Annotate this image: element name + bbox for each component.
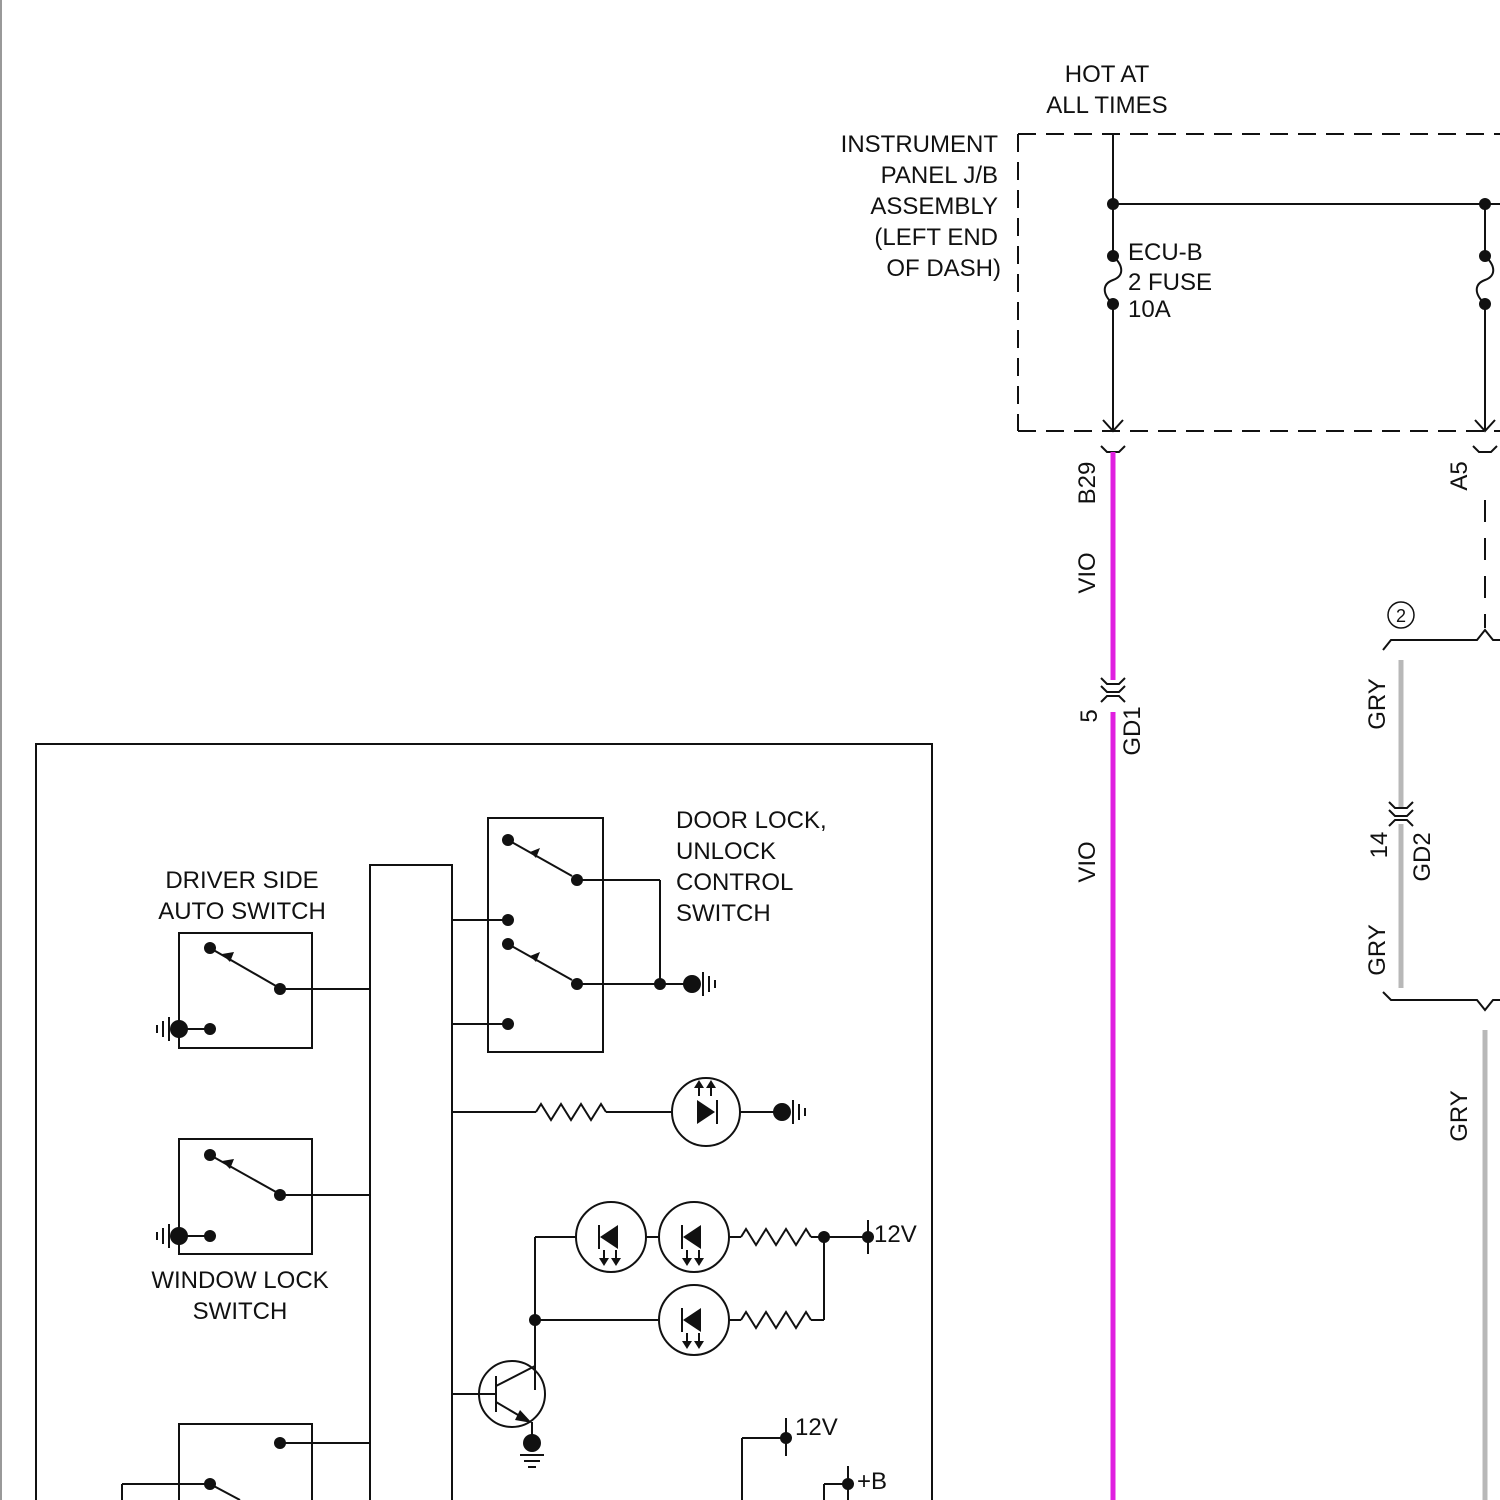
12v-label-lower: 12V	[795, 1414, 838, 1441]
control-ic-block	[370, 865, 452, 1500]
svg-text:INSTRUMENT: INSTRUMENT	[841, 131, 999, 158]
indicator-led-circuit	[529, 1202, 874, 1390]
svg-text:ECU-B: ECU-B	[1128, 239, 1203, 266]
door-lock-switch-label: DOOR LOCK, UNLOCK CONTROL SWITCH	[676, 807, 827, 927]
svg-text:CONTROL: CONTROL	[676, 869, 793, 896]
right-fuse	[1477, 250, 1494, 431]
driver-side-auto-switch-label: DRIVER SIDE AUTO SWITCH	[158, 867, 326, 925]
svg-text:DOOR LOCK,: DOOR LOCK,	[676, 807, 827, 834]
connector-gd1-label: GD1	[1119, 706, 1146, 755]
splice-number-label: 2	[1396, 606, 1406, 626]
svg-text:ASSEMBLY: ASSEMBLY	[870, 193, 998, 220]
window-lock-switch	[157, 1139, 370, 1254]
lower-window-switch	[122, 1424, 370, 1500]
connector-gd1	[1101, 678, 1125, 702]
svg-text:WINDOW LOCK: WINDOW LOCK	[151, 1267, 328, 1294]
fuse-label: ECU-B 2 FUSE 10A	[1128, 239, 1212, 323]
vio-color-label-1: VIO	[1074, 552, 1101, 593]
vio-color-label-2: VIO	[1074, 841, 1101, 882]
bus-to-door-lock-wires	[452, 920, 508, 1024]
svg-text:UNLOCK: UNLOCK	[676, 838, 776, 865]
junction-block-label: INSTRUMENT PANEL J/B ASSEMBLY (LEFT END …	[841, 131, 1001, 282]
12v-label-upper: 12V	[874, 1221, 917, 1248]
power-window-master-switch-box	[36, 744, 932, 1500]
gry-color-label-2: GRY	[1364, 924, 1391, 976]
svg-text:SWITCH: SWITCH	[676, 900, 771, 927]
svg-text:10A: 10A	[1128, 296, 1171, 323]
svg-text:AUTO SWITCH: AUTO SWITCH	[158, 898, 326, 925]
pin-5-label: 5	[1076, 709, 1103, 722]
pin-14-label: 14	[1366, 832, 1393, 859]
gry-splice-top	[1383, 630, 1500, 650]
svg-text:2 FUSE: 2 FUSE	[1128, 269, 1212, 296]
svg-text:(LEFT END: (LEFT END	[874, 224, 998, 251]
gry-color-label-3: GRY	[1446, 1090, 1473, 1142]
illumination-led-circuit	[452, 1078, 805, 1146]
all-times-label: ALL TIMES	[1046, 92, 1167, 119]
ecu-b-fuse	[1105, 250, 1122, 431]
pin-a5-label: A5	[1446, 461, 1473, 490]
driver-side-auto-switch	[157, 933, 370, 1048]
jb-internal-wiring	[1107, 134, 1500, 256]
svg-text:DRIVER SIDE: DRIVER SIDE	[165, 867, 318, 894]
svg-text:SWITCH: SWITCH	[193, 1298, 288, 1325]
svg-text:PANEL J/B: PANEL J/B	[881, 162, 998, 189]
pin-b29-label: B29	[1074, 462, 1101, 505]
plus-b-label: +B	[857, 1468, 887, 1495]
svg-text:OF DASH): OF DASH)	[886, 255, 1001, 282]
junction-block-box	[1018, 134, 1500, 431]
window-lock-switch-label: WINDOW LOCK SWITCH	[151, 1267, 328, 1325]
driver-transistor	[452, 1320, 545, 1467]
gry-splice-bottom	[1383, 992, 1500, 1010]
connector-gd2-label: GD2	[1409, 832, 1436, 881]
hot-at-label: HOT AT	[1065, 61, 1150, 88]
gry-color-label-1: GRY	[1364, 678, 1391, 730]
